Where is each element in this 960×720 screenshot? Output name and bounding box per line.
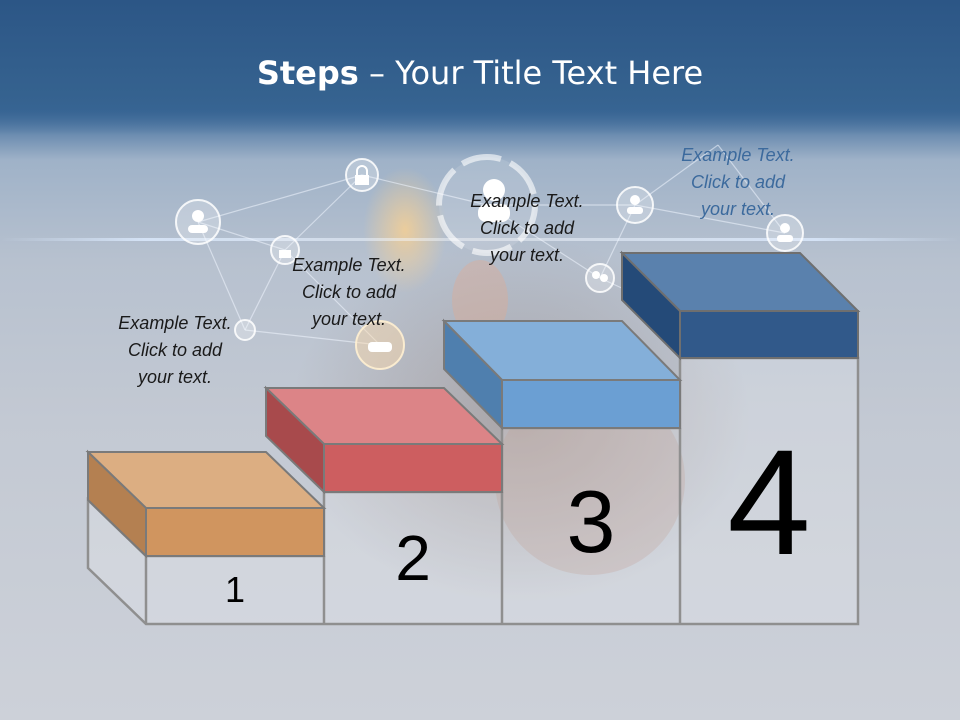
step-text-line: Click to add bbox=[690, 172, 786, 192]
step-text-line: your text. bbox=[489, 245, 565, 265]
header-band bbox=[0, 0, 960, 135]
title-rest: – Your Title Text Here bbox=[358, 54, 704, 92]
person-icon bbox=[616, 186, 654, 224]
lock-icon bbox=[270, 235, 300, 265]
step-text-line: Click to add bbox=[479, 218, 575, 238]
light-streak bbox=[0, 238, 960, 241]
step-text-3[interactable]: Example Text. Click to add your text. bbox=[442, 188, 612, 269]
group-icon bbox=[585, 263, 615, 293]
step-text-1[interactable]: Example Text. Click to add your text. bbox=[90, 310, 260, 391]
step-number-1: 1 bbox=[224, 569, 246, 610]
step-text-line: your text. bbox=[311, 309, 387, 329]
step-number-2: 2 bbox=[395, 522, 431, 594]
step-text-line: your text. bbox=[700, 199, 776, 219]
title-bold: Steps bbox=[256, 54, 359, 92]
step-text-line: Click to add bbox=[301, 282, 397, 302]
step-text-2[interactable]: Example Text. Click to add your text. bbox=[264, 252, 434, 333]
step-block-2[interactable] bbox=[263, 385, 505, 495]
step-text-line: Example Text. bbox=[470, 191, 584, 211]
hand-shape bbox=[495, 385, 685, 575]
step-block-1[interactable] bbox=[85, 449, 327, 559]
person-icon bbox=[766, 214, 804, 252]
step-number-3: 3 bbox=[566, 472, 616, 571]
step-text-line: Example Text. bbox=[292, 255, 406, 275]
page-title: Steps – Your Title Text Here bbox=[0, 54, 960, 92]
step-text-4[interactable]: Example Text. Click to add your text. bbox=[653, 142, 823, 223]
person-icon bbox=[355, 320, 405, 370]
target-ring-icon bbox=[436, 154, 538, 256]
step-text-line: your text. bbox=[137, 367, 213, 387]
lock-icon bbox=[345, 158, 379, 192]
step-text-line: Click to add bbox=[127, 340, 223, 360]
step-block-3[interactable] bbox=[441, 318, 683, 431]
step-text-line: Example Text. bbox=[681, 145, 795, 165]
step-text-line: Example Text. bbox=[118, 313, 232, 333]
lock-icon bbox=[234, 319, 256, 341]
step-number-4: 4 bbox=[727, 418, 811, 586]
person-icon bbox=[175, 199, 221, 245]
step-block-4[interactable] bbox=[619, 250, 861, 361]
